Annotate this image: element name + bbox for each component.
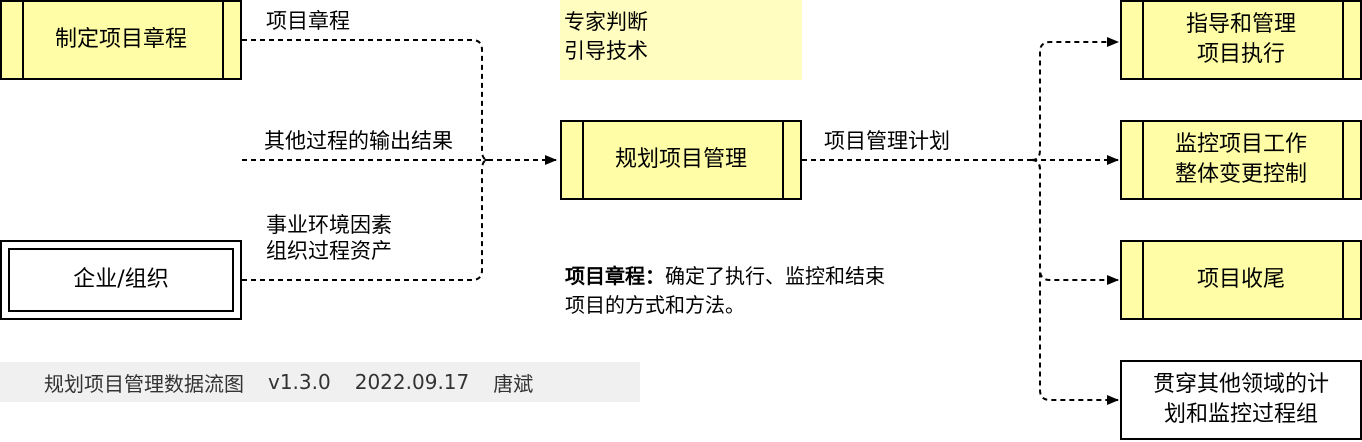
process-plan-label: 规划项目管理	[614, 147, 747, 173]
footer-version: v1.3.0	[268, 370, 331, 394]
process-charter-label: 制定项目章程	[54, 27, 187, 53]
process-direct: 指导和管理 项目执行	[1120, 0, 1362, 80]
tools-techniques-box: 专家判断 引导技术	[560, 0, 802, 80]
process-monitor: 监控项目工作 整体变更控制	[1120, 120, 1362, 200]
flow-label-plan-out: 项目管理计划	[824, 129, 950, 153]
tool-expert-judgment: 专家判断	[564, 10, 648, 34]
process-charter: 制定项目章程	[0, 0, 242, 80]
note-line2: 项目的方式和方法。	[565, 293, 745, 317]
charter-flow-line	[242, 39, 489, 161]
to-close-arrow	[1031, 159, 1119, 285]
process-close: 项目收尾	[1120, 240, 1362, 320]
process-plan: 规划项目管理	[560, 120, 802, 200]
note-line1: 确定了执行、监控和结束	[665, 264, 885, 288]
footer-bar: 规划项目管理数据流图 v1.3.0 2022.09.17 唐斌	[0, 362, 640, 402]
process-cross: 贯穿其他领域的计 划和监控过程组	[1120, 360, 1362, 440]
process-direct-label: 指导和管理 项目执行	[1185, 12, 1296, 67]
tool-facilitation: 引导技术	[564, 39, 648, 64]
footer-author: 唐斌	[493, 371, 534, 396]
note-term: 项目章程：	[565, 264, 665, 288]
footer-date: 2022.09.17	[354, 370, 470, 394]
enterprise-flow-line	[242, 159, 489, 281]
footer-title: 规划项目管理数据流图	[44, 371, 244, 396]
flow-label-charter: 项目章程	[266, 9, 350, 33]
to-cross-arrow	[1031, 159, 1119, 405]
external-enterprise-label: 企业/组织	[73, 267, 169, 293]
process-monitor-label: 监控项目工作 整体变更控制	[1174, 132, 1307, 187]
flow-label-env-assets: 事业环境因素 组织过程资产	[266, 213, 392, 264]
process-cross-label: 贯穿其他领域的计 划和监控过程组	[1152, 372, 1329, 427]
charter-note: 项目章程：确定了执行、监控和结束 项目的方式和方法。	[565, 262, 885, 320]
external-enterprise: 企业/组织	[0, 240, 242, 320]
to-direct-arrow	[1031, 37, 1119, 161]
process-close-label: 项目收尾	[1196, 267, 1285, 293]
flow-label-other-outputs: 其他过程的输出结果	[264, 129, 453, 153]
